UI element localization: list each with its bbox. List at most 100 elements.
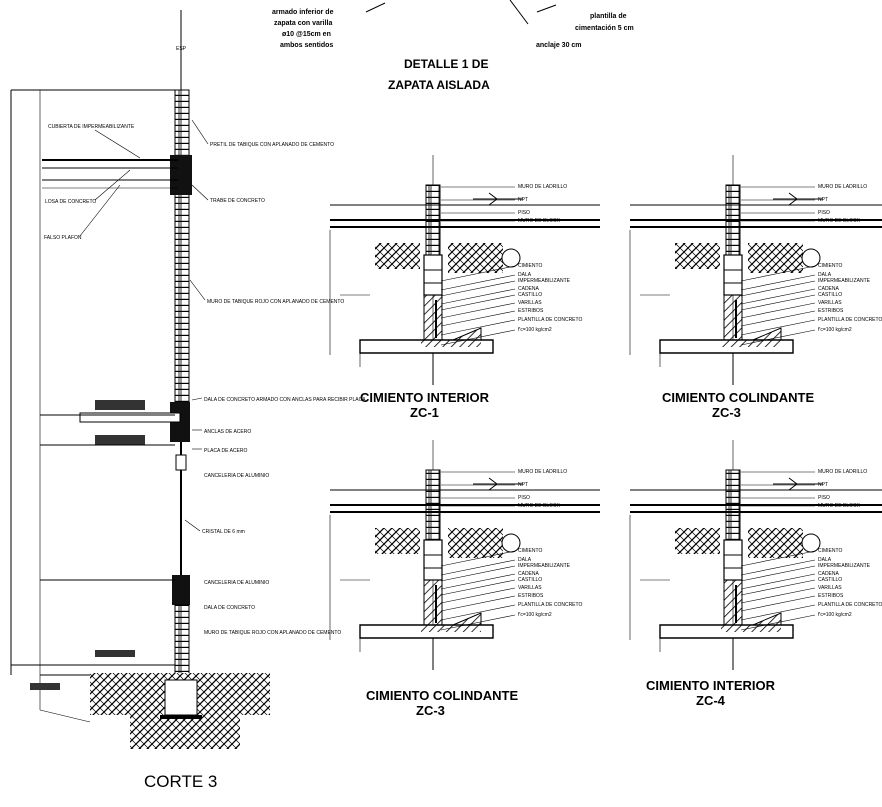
block-wall: [723, 539, 743, 581]
leader-line: [191, 184, 209, 201]
leader-line: [740, 329, 816, 346]
tag-block: [30, 683, 60, 690]
detail-label: ESTRIBOS: [518, 308, 544, 314]
soil-hatch: [375, 528, 420, 554]
leader-line: [94, 169, 131, 201]
foundation-stem: [423, 579, 443, 626]
soil-hatch: [448, 528, 503, 558]
leader-line: [440, 595, 516, 612]
leader-line: [740, 595, 816, 612]
header-note-line: armado inferior de: [272, 9, 334, 16]
leader-line: [740, 310, 816, 327]
leader-line: [79, 184, 121, 237]
label-trabe: TRABE DE CONCRETO: [210, 198, 265, 204]
label-anclas: ANCLAS DE ACERO: [204, 429, 251, 435]
leader-line: [191, 397, 203, 401]
leader-line: [440, 288, 516, 305]
leader-line: [440, 587, 516, 604]
detail-label: PISO: [818, 210, 830, 216]
concrete-beam: [170, 155, 192, 195]
detail-label: DALA: [818, 272, 832, 278]
footing-plate: [160, 715, 202, 719]
foundation-stem: [723, 294, 743, 341]
header-note-line: cimentación 5 cm: [575, 25, 634, 32]
footing-hatch: [721, 340, 781, 347]
detail-label: CIMIENTO: [818, 548, 842, 554]
leader-line: [440, 274, 516, 291]
detail-label: MURO DE BLOCK: [818, 503, 861, 509]
level-arrow: [773, 192, 823, 206]
plate-label-tag: [95, 435, 145, 445]
plate-label-tag: [95, 400, 145, 410]
soil-hatch: [448, 243, 503, 273]
brick-wall-upper: [174, 89, 190, 411]
footing-hatch: [721, 625, 781, 632]
block-wall: [423, 539, 443, 581]
detail-label: MURO DE LADRILLO: [818, 184, 867, 190]
leader-line: [740, 573, 816, 590]
detail-label: VARILLAS: [518, 585, 542, 591]
footing-neck: [164, 679, 198, 716]
label-muro-tabique-2: MURO DE TABIQUE ROJO CON APLANADO DE CEM…: [204, 630, 341, 636]
detail-label: ESTRIBOS: [818, 593, 844, 599]
level-arrow: [773, 477, 823, 491]
leader-line: [740, 565, 816, 582]
steel-plate: [79, 412, 181, 423]
detail-title-line2: ZAPATA AISLADA: [388, 78, 490, 92]
detail-title-line1: DETALLE 1 DE: [404, 57, 488, 71]
detail-label: CADENA: [518, 571, 540, 577]
detail-label: CIMIENTO: [518, 548, 542, 554]
detail-label: ESTRIBOS: [818, 308, 844, 314]
leader-line: [191, 119, 209, 145]
detail-code: ZC-1: [410, 405, 439, 420]
leader-line: [184, 519, 201, 532]
leader-line: [440, 559, 516, 576]
detail-label: CASTILLO: [518, 577, 542, 583]
footing-slope: [752, 327, 782, 341]
detail-label: DALA: [518, 557, 532, 563]
leader-line: [740, 294, 816, 311]
detail-label: NPT: [518, 197, 528, 203]
corte-title: CORTE 3: [144, 772, 217, 791]
detail-label: PLANTILLA DE CONCRETO: [518, 317, 582, 323]
leader-line: [740, 319, 816, 336]
level-arrow: [473, 192, 523, 206]
corte-3-section: ESP CUBIERTA DE IMPERMEABILIZANTE LOSA D…: [10, 10, 366, 791]
label-placa: PLACA DE ACERO: [204, 448, 247, 454]
leader-line: [509, 0, 529, 25]
leader-line: [440, 573, 516, 590]
leader-line: [440, 280, 516, 297]
detail-label: PISO: [818, 495, 830, 501]
leader-line: [740, 302, 816, 319]
level-arrow: [473, 477, 523, 491]
soil-hatch: [748, 528, 803, 558]
detail-code: ZC-3: [712, 405, 741, 420]
block-wall: [723, 254, 743, 296]
detail-label: PLANTILLA DE CONCRETO: [818, 602, 882, 608]
footing-hatch: [421, 340, 481, 347]
foundation-stem: [723, 579, 743, 626]
axis-tag: ESP: [176, 46, 187, 52]
leader-line: [440, 329, 516, 346]
detail-label: VARILLAS: [518, 300, 542, 306]
footing-slope: [452, 612, 482, 626]
detail-label: IMPERMEABILIZANTE: [518, 563, 571, 569]
detail-1-header: armado inferior de zapata con varilla ø1…: [272, 0, 634, 92]
tag-block: [95, 650, 135, 657]
soil-hatch: [675, 528, 720, 554]
detail-label: CIMIENTO: [518, 263, 542, 269]
soil-hatch: [675, 243, 720, 269]
detail-label: f'c=100 kg/cm2: [818, 327, 852, 333]
foundation-stem: [423, 294, 443, 341]
brick-wall-lower: [174, 604, 190, 681]
detail-title: CIMIENTO INTERIOR: [646, 678, 776, 693]
leader-line: [189, 279, 206, 301]
leader-line: [440, 265, 516, 282]
detail-label: MURO DE LADRILLO: [818, 469, 867, 475]
leader-line: [740, 288, 816, 305]
leader-line: [440, 614, 516, 631]
detail-code: ZC-3: [416, 703, 445, 718]
